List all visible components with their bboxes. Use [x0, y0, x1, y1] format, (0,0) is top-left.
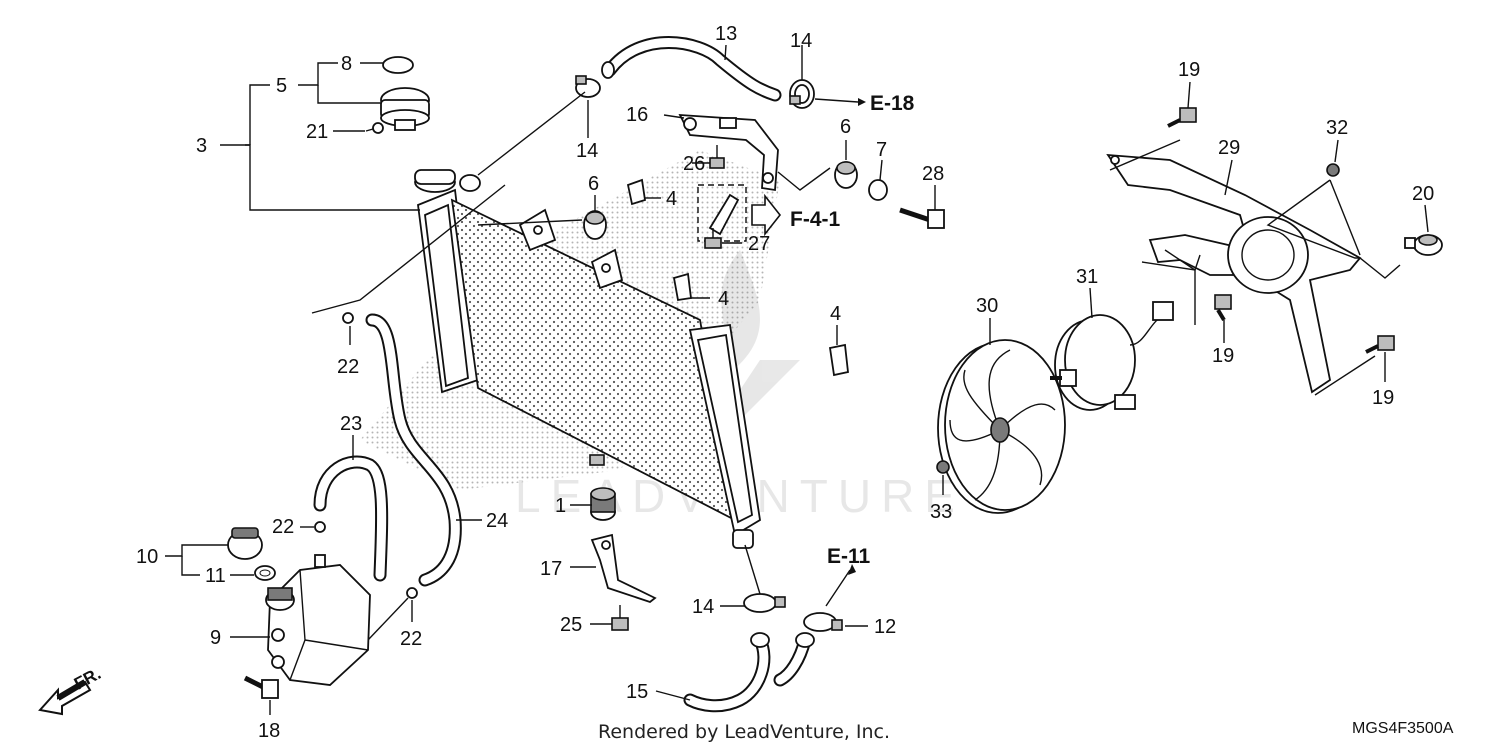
- screw-21: [365, 122, 384, 134]
- radiator-cap: [380, 87, 430, 131]
- callout-26: 26: [683, 153, 705, 175]
- grommet-6b: [834, 161, 858, 189]
- callout-13: 13: [715, 23, 737, 45]
- nut-32: [1326, 163, 1340, 177]
- callout-14b: 14: [790, 30, 812, 52]
- bolt-19c: [1365, 335, 1395, 354]
- callout-11: 11: [205, 565, 226, 587]
- callout-22a: 22: [337, 356, 359, 378]
- callout-19a: 19: [1178, 59, 1200, 81]
- callout-30: 30: [976, 295, 998, 317]
- callout-22b: 22: [272, 516, 294, 538]
- motor-31: [1050, 301, 1174, 411]
- ref-e11: E-11: [827, 545, 871, 568]
- callout-5: 5: [276, 75, 287, 97]
- callout-15: 15: [626, 681, 648, 703]
- callout-7: 7: [876, 139, 887, 161]
- radiator: [414, 169, 761, 549]
- callout-27: 27: [748, 233, 770, 255]
- callout-3: 3: [196, 135, 207, 157]
- upper-hose: [601, 36, 782, 102]
- callout-6b: 6: [840, 116, 851, 138]
- callout-21: 21: [306, 121, 328, 143]
- callout-9: 9: [210, 627, 221, 649]
- bracket-17: [590, 533, 657, 604]
- ref-f41: F-4-1: [790, 208, 840, 231]
- grommet-4c: [828, 343, 849, 377]
- callout-20: 20: [1412, 183, 1434, 205]
- callout-1: 1: [555, 495, 566, 517]
- ref-e18: E-18: [870, 92, 915, 115]
- front-direction-arrow: [38, 679, 92, 716]
- shroud-29: [1106, 153, 1362, 394]
- clamp-14c: [743, 593, 786, 613]
- bolt-25: [611, 605, 629, 631]
- leader-lines: [165, 44, 1429, 715]
- clip-22a: [342, 312, 354, 324]
- clamp-20: [1404, 234, 1443, 256]
- overflow-hose: [313, 455, 389, 582]
- credit-text: Rendered by LeadVenture, Inc.: [598, 721, 890, 743]
- callout-4c: 4: [830, 303, 841, 325]
- callout-14a: 14: [576, 140, 598, 162]
- callout-6a: 6: [588, 173, 599, 195]
- grommet-4a: [626, 178, 647, 206]
- siphon-hose: [365, 313, 462, 587]
- callout-31: 31: [1076, 266, 1098, 288]
- callouts: 1 3 4 4 4 5 6 6 7 8 9 10 11 12 13 14 14 …: [136, 23, 1434, 742]
- oring-11: [254, 565, 276, 581]
- bracket-16: [678, 113, 779, 192]
- lower-hose: [683, 632, 815, 713]
- callout-22c: 22: [400, 628, 422, 650]
- cap-seal: [382, 56, 414, 74]
- f41-box: [697, 184, 747, 242]
- callout-8: 8: [341, 53, 352, 75]
- clip-22b: [314, 521, 326, 533]
- diagram-code: MGS4F3500A: [1352, 720, 1454, 737]
- bolt-18: [243, 675, 279, 699]
- clamp-top-right: [789, 79, 815, 109]
- callout-19c: 19: [1372, 387, 1394, 409]
- bolt-27: [704, 228, 722, 249]
- callout-28: 28: [922, 163, 944, 185]
- callout-16: 16: [626, 104, 648, 126]
- callout-33: 33: [930, 501, 952, 523]
- grommet-6a: [583, 210, 607, 240]
- callout-10: 10: [136, 546, 158, 568]
- callout-23: 23: [340, 413, 362, 435]
- callout-29: 29: [1218, 137, 1240, 159]
- callout-4a: 4: [666, 188, 677, 210]
- mount-1: [590, 487, 616, 521]
- callout-4b: 4: [718, 288, 729, 310]
- callout-32: 32: [1326, 117, 1348, 139]
- callout-19b: 19: [1212, 345, 1234, 367]
- grommet-4b: [672, 272, 693, 302]
- callout-14c: 14: [692, 596, 714, 618]
- callout-24: 24: [486, 510, 508, 532]
- bolt-19b: [1214, 294, 1232, 322]
- callout-12: 12: [874, 616, 896, 638]
- nut-33: [936, 460, 950, 474]
- callout-25: 25: [560, 614, 582, 636]
- clamp-top-left: [575, 75, 601, 98]
- clip-22c: [406, 587, 418, 599]
- tank-cap-10: [227, 527, 263, 560]
- collar-7: [868, 179, 888, 201]
- clamp-12: [803, 612, 843, 632]
- reserve-tank: [265, 554, 371, 686]
- bolt-19a: [1167, 107, 1197, 128]
- callout-18: 18: [258, 720, 280, 742]
- fan-30: [937, 339, 1066, 514]
- bolt-28: [899, 207, 945, 229]
- callout-17: 17: [540, 558, 562, 580]
